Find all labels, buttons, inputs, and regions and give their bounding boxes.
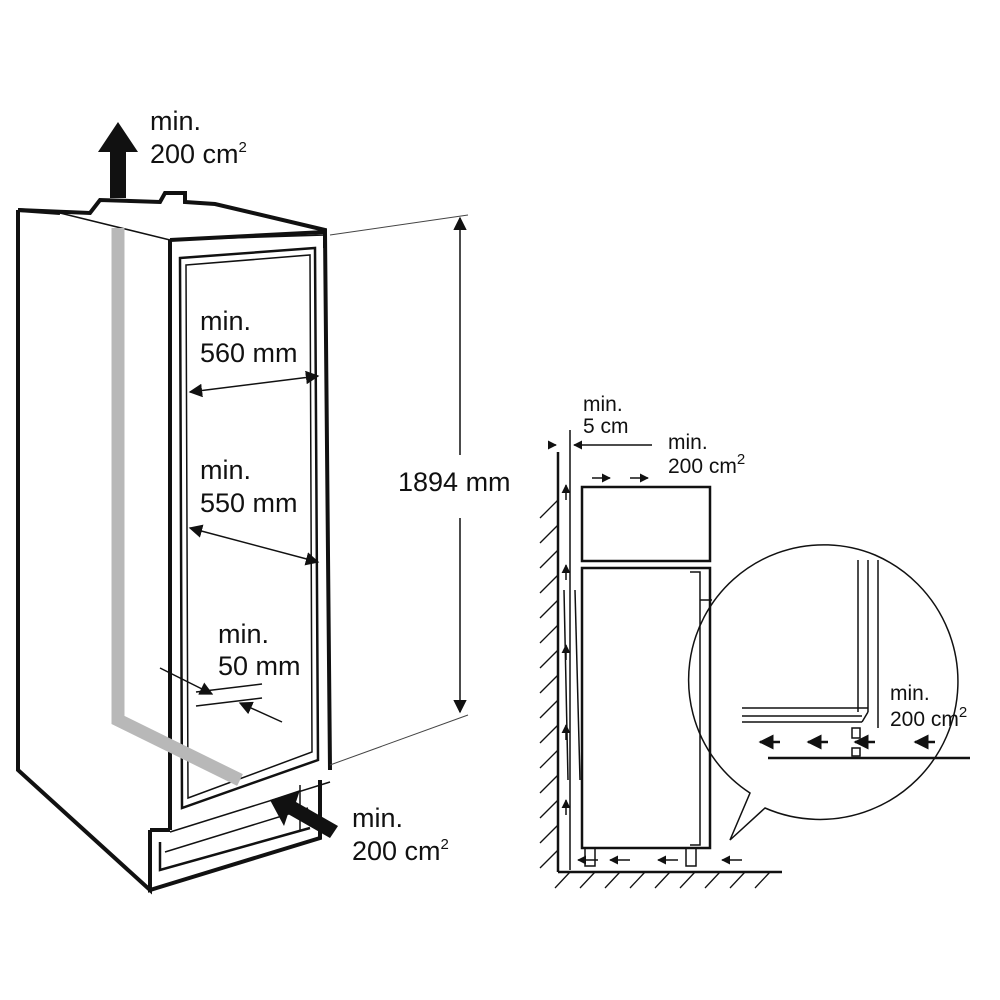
gap-label-line2: 50 mm <box>218 651 301 681</box>
bottom-vent-sup: 2 <box>441 836 449 853</box>
wall-hatching <box>539 499 559 869</box>
floor-hatching <box>554 871 771 889</box>
svg-text:200 cm2: 200 cm2 <box>352 836 449 866</box>
detail-vent-value: 200 cm <box>890 708 959 731</box>
detail-vent-label-line1: min. <box>890 682 930 705</box>
bottom-vent-value: 200 cm <box>352 836 441 866</box>
wall-gap-label-line2: 5 cm <box>583 415 629 438</box>
width-label-line2: 560 mm <box>200 338 298 368</box>
side-top-vent-value: 200 cm <box>668 455 737 478</box>
width-label-line1: min. <box>200 306 251 336</box>
detail-callout <box>687 544 970 841</box>
svg-text:200 cm2: 200 cm2 <box>668 451 745 478</box>
wall-gap-label-line1: min. <box>583 393 623 416</box>
depth-dimension-arrow <box>188 524 320 566</box>
top-vent-label: min. <box>150 106 201 136</box>
height-dimension <box>329 214 469 766</box>
detail-vent-sup: 2 <box>959 704 967 721</box>
depth-label-line2: 550 mm <box>200 488 298 518</box>
gap-dimension <box>159 667 283 723</box>
depth-label-line1: min. <box>200 455 251 485</box>
svg-text:200 cm2: 200 cm2 <box>150 139 247 169</box>
cabinet-niche <box>16 191 332 895</box>
bottom-vent-label-line1: min. <box>352 803 403 833</box>
side-top-vent-sup: 2 <box>737 451 745 468</box>
height-label: 1894 mm <box>398 467 511 497</box>
side-airflow-arrows <box>561 473 742 865</box>
svg-text:200 cm2: 200 cm2 <box>890 704 967 731</box>
side-view <box>539 430 782 889</box>
width-dimension-arrow <box>188 370 320 398</box>
bottom-vent-arrow <box>270 790 338 838</box>
gap-label-line1: min. <box>218 619 269 649</box>
top-vent-sup: 2 <box>239 139 247 156</box>
top-vent-arrow <box>98 122 138 198</box>
airflow-path <box>111 228 243 786</box>
top-vent-value: 200 cm <box>150 139 239 169</box>
side-top-vent-label-line1: min. <box>668 431 708 454</box>
